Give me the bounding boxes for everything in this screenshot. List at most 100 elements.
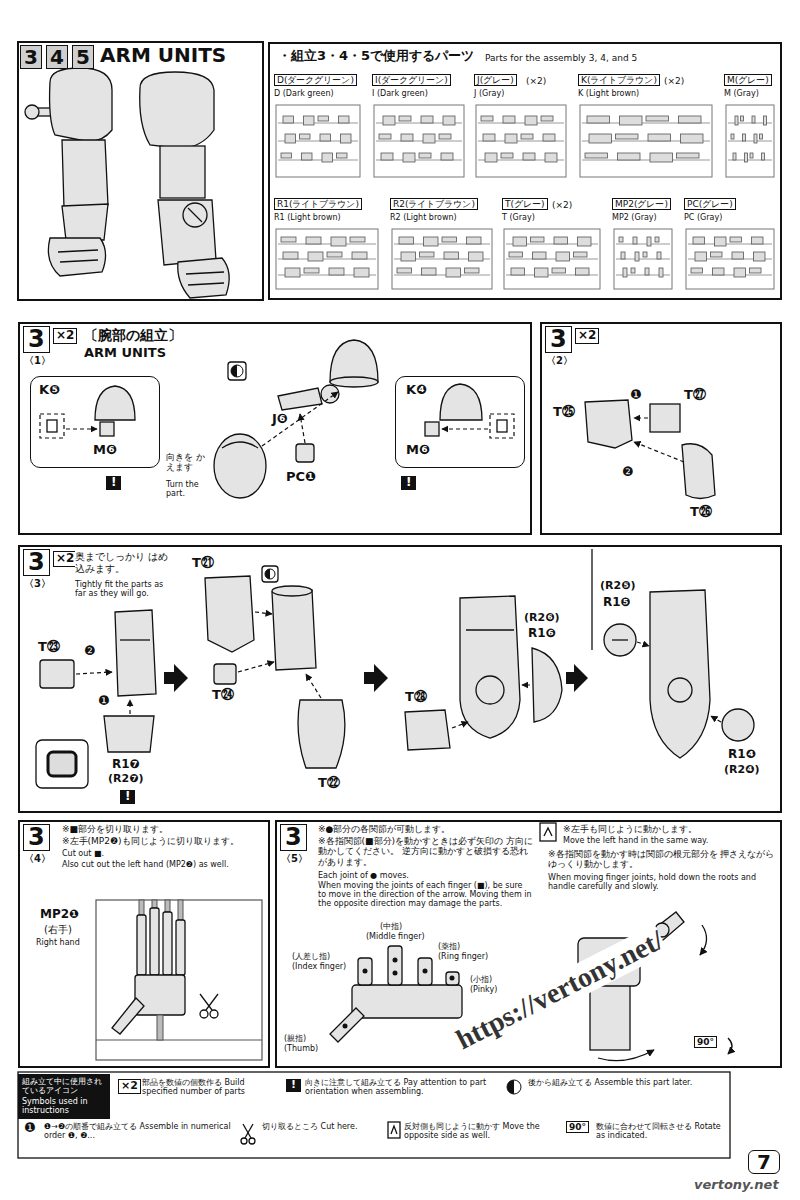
part-callout: K❹ — [406, 383, 427, 398]
arm-illustration — [50, 68, 112, 141]
runner-part — [285, 268, 300, 277]
step1-parts — [95, 386, 135, 420]
step3-parts — [255, 612, 272, 614]
step3-parts — [36, 740, 88, 788]
runner-part — [618, 153, 641, 160]
runner-name: T(グレー) — [502, 198, 548, 210]
runner-part — [341, 134, 352, 143]
step3-parts — [668, 678, 692, 702]
runner-part — [419, 153, 431, 158]
runner-frame — [276, 105, 360, 177]
runner-part — [442, 237, 457, 242]
arm-illustration — [188, 208, 202, 222]
runner-part — [505, 134, 517, 143]
part-callout: K❺ — [39, 383, 60, 398]
step3-parts — [476, 676, 504, 704]
legend-frame — [241, 1138, 247, 1144]
runner-part — [645, 268, 649, 275]
step2-parts — [682, 444, 715, 499]
arm-illustration — [25, 68, 229, 298]
step3-parts — [711, 716, 721, 722]
finger-illustration — [590, 985, 630, 1050]
part-callout: PC❶ — [286, 470, 316, 485]
runner-sprue — [685, 228, 775, 290]
note-text: Each joint of ● moves. — [318, 871, 409, 880]
step3-parts — [364, 664, 388, 692]
runner-part — [350, 237, 365, 242]
note-text: ※左手も同じように動かします。 — [563, 824, 697, 834]
runner-frame — [392, 229, 492, 289]
finger-illustration — [544, 828, 552, 836]
step2-parts — [634, 417, 648, 418]
runner-part — [713, 268, 725, 275]
runner-hand — [150, 908, 159, 975]
runner-color: M (Gray) — [724, 89, 759, 98]
part-callout: (R2❺) — [600, 580, 636, 593]
runner-part — [695, 252, 707, 261]
step1-parts — [330, 377, 378, 387]
runner-part — [399, 116, 411, 121]
runner-part — [635, 252, 639, 261]
runner-part — [576, 268, 590, 275]
legend-text: 部品を数値の個数作る Build specified number of par… — [142, 1078, 267, 1096]
runner-sprue — [275, 104, 361, 178]
runner-hand — [152, 900, 157, 908]
runner-color: K (Light brown) — [578, 89, 639, 98]
runner-hand — [163, 912, 172, 975]
step-heading: 〔腕部の組立〕 — [84, 327, 182, 343]
runner-part — [760, 134, 763, 139]
page-number: 7 — [748, 1150, 780, 1174]
step3-parts — [129, 700, 130, 714]
step-number: 3 — [20, 45, 42, 69]
runner-sprue — [503, 228, 601, 290]
finger-label: (親指) — [284, 1034, 306, 1043]
runner-gate — [582, 160, 710, 161]
runner-part — [693, 237, 705, 244]
runner-part — [648, 134, 671, 141]
runner-part — [752, 116, 755, 123]
step-order: ❶ — [630, 388, 642, 403]
runner-part — [691, 268, 703, 273]
arm-illustration — [62, 140, 108, 208]
runner-name: R1(ライトブラウン) — [274, 198, 362, 210]
caution-icon: ! — [120, 790, 135, 804]
part-callout: T㉘ — [405, 690, 427, 705]
step2-parts — [585, 400, 632, 448]
legend-frame — [507, 1080, 514, 1094]
step3-parts — [722, 709, 754, 741]
step1-parts — [300, 414, 305, 443]
arm-illustration — [25, 105, 39, 119]
step1-parts — [262, 392, 338, 446]
step-substep: 〈2〉 — [546, 355, 573, 367]
step1-parts — [222, 442, 258, 448]
finger-label: (Pinky) — [470, 985, 497, 994]
step2-parts — [650, 404, 680, 432]
runner-part — [306, 237, 321, 244]
finger-label: (Middle finger) — [366, 932, 425, 941]
runner-part — [754, 252, 766, 261]
note-text: ※各指関節を動かす時は関節の根元部分を 押さえながらゆっくり動かします。 — [548, 849, 776, 870]
part-callout: T㉗ — [684, 388, 706, 403]
step-number: 4 — [46, 45, 68, 69]
runner-part — [439, 134, 451, 139]
step1-parts — [330, 340, 378, 382]
step3-parts — [48, 752, 76, 776]
parts-panel: ・組立3・4・5で使用するパーツParts for the assembly 3… — [268, 42, 782, 300]
runner-part — [422, 268, 437, 275]
legend-frame — [388, 1122, 400, 1138]
runner-part — [352, 252, 367, 259]
step1-parts — [321, 385, 339, 403]
step3-parts — [637, 642, 649, 646]
runner-gate — [478, 123, 564, 124]
step-heading: ARM UNITS — [84, 346, 166, 361]
runner-sprue — [391, 228, 493, 290]
finger-illustration — [598, 1050, 654, 1061]
finger-label: (薬指) — [438, 942, 460, 951]
runner-gate — [728, 141, 772, 142]
step1-parts — [66, 428, 97, 429]
runner-part — [650, 153, 673, 162]
runner-part — [337, 153, 348, 158]
runner-gate — [394, 275, 490, 276]
runner-part — [647, 237, 651, 246]
